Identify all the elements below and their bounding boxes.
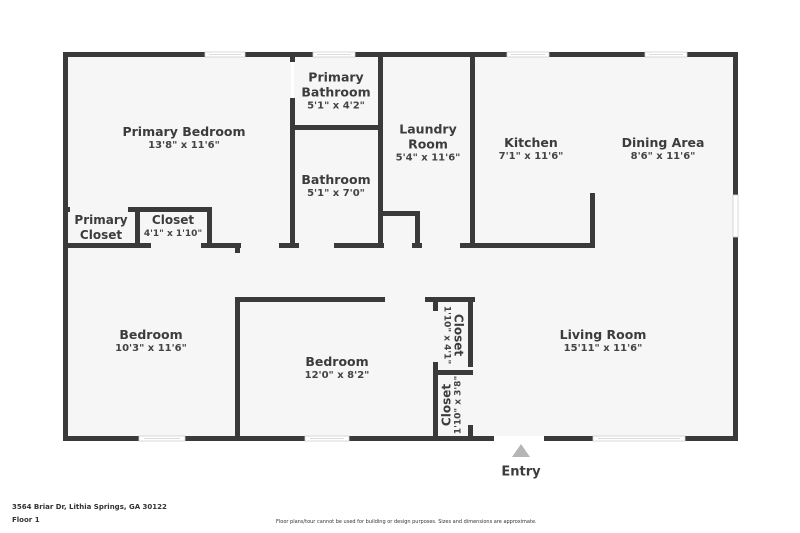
- room-dims: 10'3" x 11'6": [115, 343, 187, 354]
- room-dims: 7'1" x 11'6": [498, 151, 564, 162]
- room-name-line1: Primary: [74, 213, 128, 227]
- room-dims: 1'10" x 3'8": [453, 375, 464, 435]
- room-closet-2: Closet 1'10" x 4'1": [441, 306, 466, 364]
- room-name-line2: Closet: [79, 228, 123, 242]
- room-name: Primary Bedroom: [122, 124, 246, 139]
- room-name: Bedroom: [119, 327, 183, 342]
- room-name-line2: Bathroom: [301, 84, 371, 100]
- room-primary-closet: Primary Closet: [74, 213, 127, 243]
- room-name: Closet: [451, 313, 466, 357]
- room-dims: 5'4" x 11'6": [395, 152, 461, 164]
- room-name-line1: Laundry: [399, 121, 457, 137]
- room-name: Kitchen: [504, 135, 558, 150]
- windows: [138, 51, 739, 442]
- room-living-room: Living Room 15'11" x 11'6": [560, 327, 647, 355]
- room-closet-1: Closet 4'1" x 1'10": [144, 213, 202, 241]
- entry-label: Entry: [501, 464, 541, 480]
- address: 3564 Briar Dr, Lithia Springs, GA 30122: [12, 503, 167, 511]
- entry-arrow-icon: [512, 444, 530, 457]
- entry-door[interactable]: [494, 436, 544, 441]
- room-dims: 13'8" x 11'6": [148, 140, 220, 151]
- room-dims: 5'1" x 7'0": [307, 188, 365, 199]
- room-laundry-room: Laundry Room 5'4" x 11'6": [396, 122, 461, 165]
- room-dims: 5'1" x 4'2": [307, 100, 365, 112]
- room-dims: 8'6" x 11'6": [630, 151, 696, 162]
- room-name-line2: Room: [408, 136, 448, 152]
- floor-area: [63, 52, 738, 441]
- room-closet-3: Closet 1'10" x 3'8": [440, 376, 465, 434]
- room-bedroom-1: Bedroom 10'3" x 11'6": [115, 327, 187, 355]
- room-name: Bathroom: [301, 172, 371, 187]
- room-name: Dining Area: [621, 135, 705, 150]
- room-dining-area: Dining Area 8'6" x 11'6": [622, 135, 705, 163]
- room-name: Bedroom: [305, 354, 369, 369]
- room-name: Closet: [151, 213, 195, 227]
- room-kitchen: Kitchen 7'1" x 11'6": [499, 135, 564, 163]
- room-dims: 12'0" x 8'2": [304, 370, 370, 381]
- interior-walls: [63, 52, 595, 441]
- room-dims: 4'1" x 1'10": [143, 229, 203, 239]
- room-dims: 15'11" x 11'6": [563, 343, 643, 354]
- room-primary-bathroom: Primary Bathroom 5'1" x 4'2": [301, 70, 370, 113]
- floor-label: Floor 1: [12, 516, 40, 524]
- room-bathroom: Bathroom 5'1" x 7'0": [301, 172, 370, 200]
- room-primary-bedroom: Primary Bedroom 13'8" x 11'6": [122, 124, 245, 152]
- room-name-line1: Primary: [308, 69, 364, 85]
- disclaimer: Floor plans/tour cannot be used for buil…: [276, 519, 537, 525]
- room-bedroom-2: Bedroom 12'0" x 8'2": [305, 354, 370, 382]
- room-dims: 1'10" x 4'1": [441, 305, 452, 365]
- room-name: Closet: [439, 383, 454, 427]
- room-name: Living Room: [559, 327, 647, 342]
